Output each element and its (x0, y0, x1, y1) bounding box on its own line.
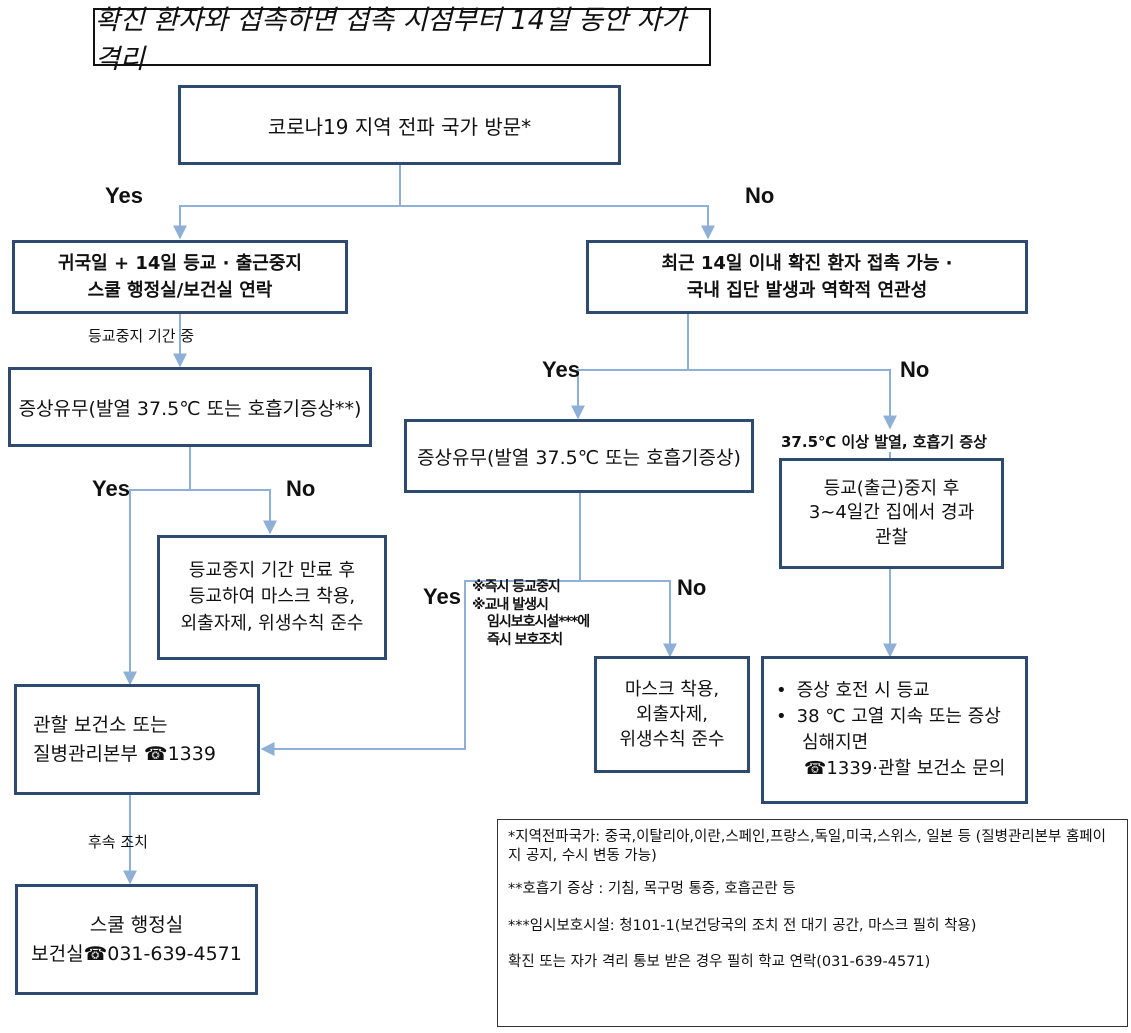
home-text-line1: 등교(출근)중지 후 (823, 478, 960, 500)
connector-symptom-left-yes (123, 489, 190, 686)
after-bullet-1: •증상 호전 시 등교 (776, 679, 930, 701)
health-center-line1: 관할 보건소 또는 (33, 714, 168, 736)
home-observation-box: 등교(출근)중지 후 3~4일간 집에서 경과 관찰 (779, 458, 1004, 569)
label-no-visit: No (745, 183, 775, 208)
footnote-3: ***임시보호시설: 청101-1(보건당국의 조치 전 대기 공간, 마스크 … (508, 917, 977, 934)
connector-contact-no (688, 369, 897, 430)
home-text-line3: 관찰 (874, 526, 909, 548)
symptom-left-box: 증상유무(발열 37.5℃ 또는 호흡기증상**) (8, 367, 372, 447)
immediate-line1: ※즉시 등교중지 (472, 579, 561, 595)
connector-symptom-mid-split (579, 492, 677, 658)
resume-text-line3: 외출자제, 위생수칙 준수 (180, 612, 364, 634)
footnote-4: 확진 또는 자가 격리 통보 받은 경우 필히 학교 연락(031-639-45… (508, 954, 931, 971)
home-text-line2: 3~4일간 집에서 경과 (808, 502, 975, 524)
connector-symptom-mid-yes (260, 580, 580, 756)
resume-text-line1: 등교중지 기간 만료 후 (188, 560, 356, 582)
immediate-line3: 임시보호시설***에 (487, 614, 590, 630)
symptom-left-text: 증상유무(발열 37.5℃ 또는 호흡기증상**) (18, 397, 362, 420)
after-bullet-2-line2: 심해지면 (802, 732, 869, 753)
after-bullet-2: •38 ℃ 고열 지속 또는 증상 (776, 705, 1001, 727)
label-no-symptom-left: No (286, 476, 316, 501)
school-box: 스쿨 행정실 보건실☎031-639-4571 (15, 884, 258, 995)
immediate-action-note: ※즉시 등교중지 ※교내 발생시 임시보호시설***에 즉시 보호조치 (472, 579, 590, 649)
immediate-line2: ※교내 발생시 (472, 596, 549, 613)
footnote-2: **호흡기 증상 : 기침, 목구멍 통증, 호흡곤란 등 (508, 880, 796, 897)
school-line2: 보건실☎031-639-4571 (31, 942, 242, 965)
mask-box: 마스크 착용, 외출자제, 위생수칙 준수 (594, 656, 750, 773)
label-no-symptom-mid: No (677, 575, 707, 600)
connector-visit-no (400, 205, 715, 240)
immediate-line4: 즉시 보호조치 (487, 631, 563, 648)
contact-text-line2: 국내 집단 발생과 역학적 연관성 (686, 280, 928, 301)
connector-contact-split (571, 313, 689, 420)
mask-text-line2: 외출자제, (636, 703, 708, 725)
label-yes-contact: Yes (542, 357, 580, 382)
connector-visit-split (173, 164, 401, 240)
connector-symptom-left-split (189, 446, 277, 535)
contact-text-line1: 최근 14일 이내 확진 환자 접촉 가능 · (661, 253, 953, 274)
return-box: 귀국일 + 14일 등교 · 출근중지 스쿨 행정실/보건실 연락 (12, 240, 348, 314)
resume-box: 등교중지 기간 만료 후 등교하여 마스크 착용, 외출자제, 위생수칙 준수 (157, 535, 387, 660)
label-yes-symptom-mid: Yes (423, 584, 461, 609)
return-text-line1: 귀국일 + 14일 등교 · 출근중지 (58, 253, 302, 274)
mask-text-line1: 마스크 착용, (624, 678, 720, 700)
label-yes-visit: Yes (105, 183, 143, 208)
health-center-box: 관할 보건소 또는 질병관리본부 ☎1339 (14, 684, 260, 795)
label-fever-resp: 37.5℃ 이상 발열, 호흡기 증상 (781, 433, 987, 451)
after-bullet-1-text: 증상 호전 시 등교 (796, 679, 930, 701)
after-observation-box: •증상 호전 시 등교 •38 ℃ 고열 지속 또는 증상 심해지면 ☎1339… (761, 656, 1028, 804)
return-text-line2: 스쿨 행정실/보건실 연락 (87, 280, 273, 301)
label-suspension-period: 등교중지 기간 중 (88, 327, 195, 345)
label-followup: 후속 조치 (88, 833, 148, 851)
page-title-text: 확진 환자와 접촉하면 접촉 시점부터 14일 동안 자가 격리 (95, 5, 687, 75)
label-no-contact: No (900, 357, 930, 382)
footnote-1: *지역전파국가: 중국,이탈리아,이란,스페인,프랑스,독일,미국,스위스, 일… (508, 829, 1106, 864)
after-bullet-2-text: 38 ℃ 고열 지속 또는 증상 (796, 705, 1001, 727)
after-bullet-2-line3: ☎1339·관할 보건소 문의 (804, 758, 1006, 780)
visit-text: 코로나19 지역 전파 국가 방문* (267, 114, 532, 139)
visit-box: 코로나19 지역 전파 국가 방문* (178, 85, 621, 165)
page-title: 확진 환자와 접촉하면 접촉 시점부터 14일 동안 자가 격리 (93, 5, 711, 75)
school-line1: 스쿨 행정실 (89, 914, 184, 936)
resume-text-line2: 등교하여 마스크 착용, (188, 586, 356, 608)
footnotes-box: *지역전파국가: 중국,이탈리아,이란,스페인,프랑스,독일,미국,스위스, 일… (497, 819, 1128, 1027)
contact-box: 최근 14일 이내 확진 환자 접촉 가능 · 국내 집단 발생과 역학적 연관… (586, 240, 1028, 314)
label-yes-symptom-left: Yes (92, 476, 130, 501)
mask-text-line3: 위생수칙 준수 (619, 729, 725, 751)
health-center-line2: 질병관리본부 ☎1339 (33, 742, 216, 765)
symptom-mid-box: 증상유무(발열 37.5℃ 또는 호흡기증상) (404, 419, 754, 493)
symptom-mid-text: 증상유무(발열 37.5℃ 또는 호흡기증상) (417, 446, 741, 469)
